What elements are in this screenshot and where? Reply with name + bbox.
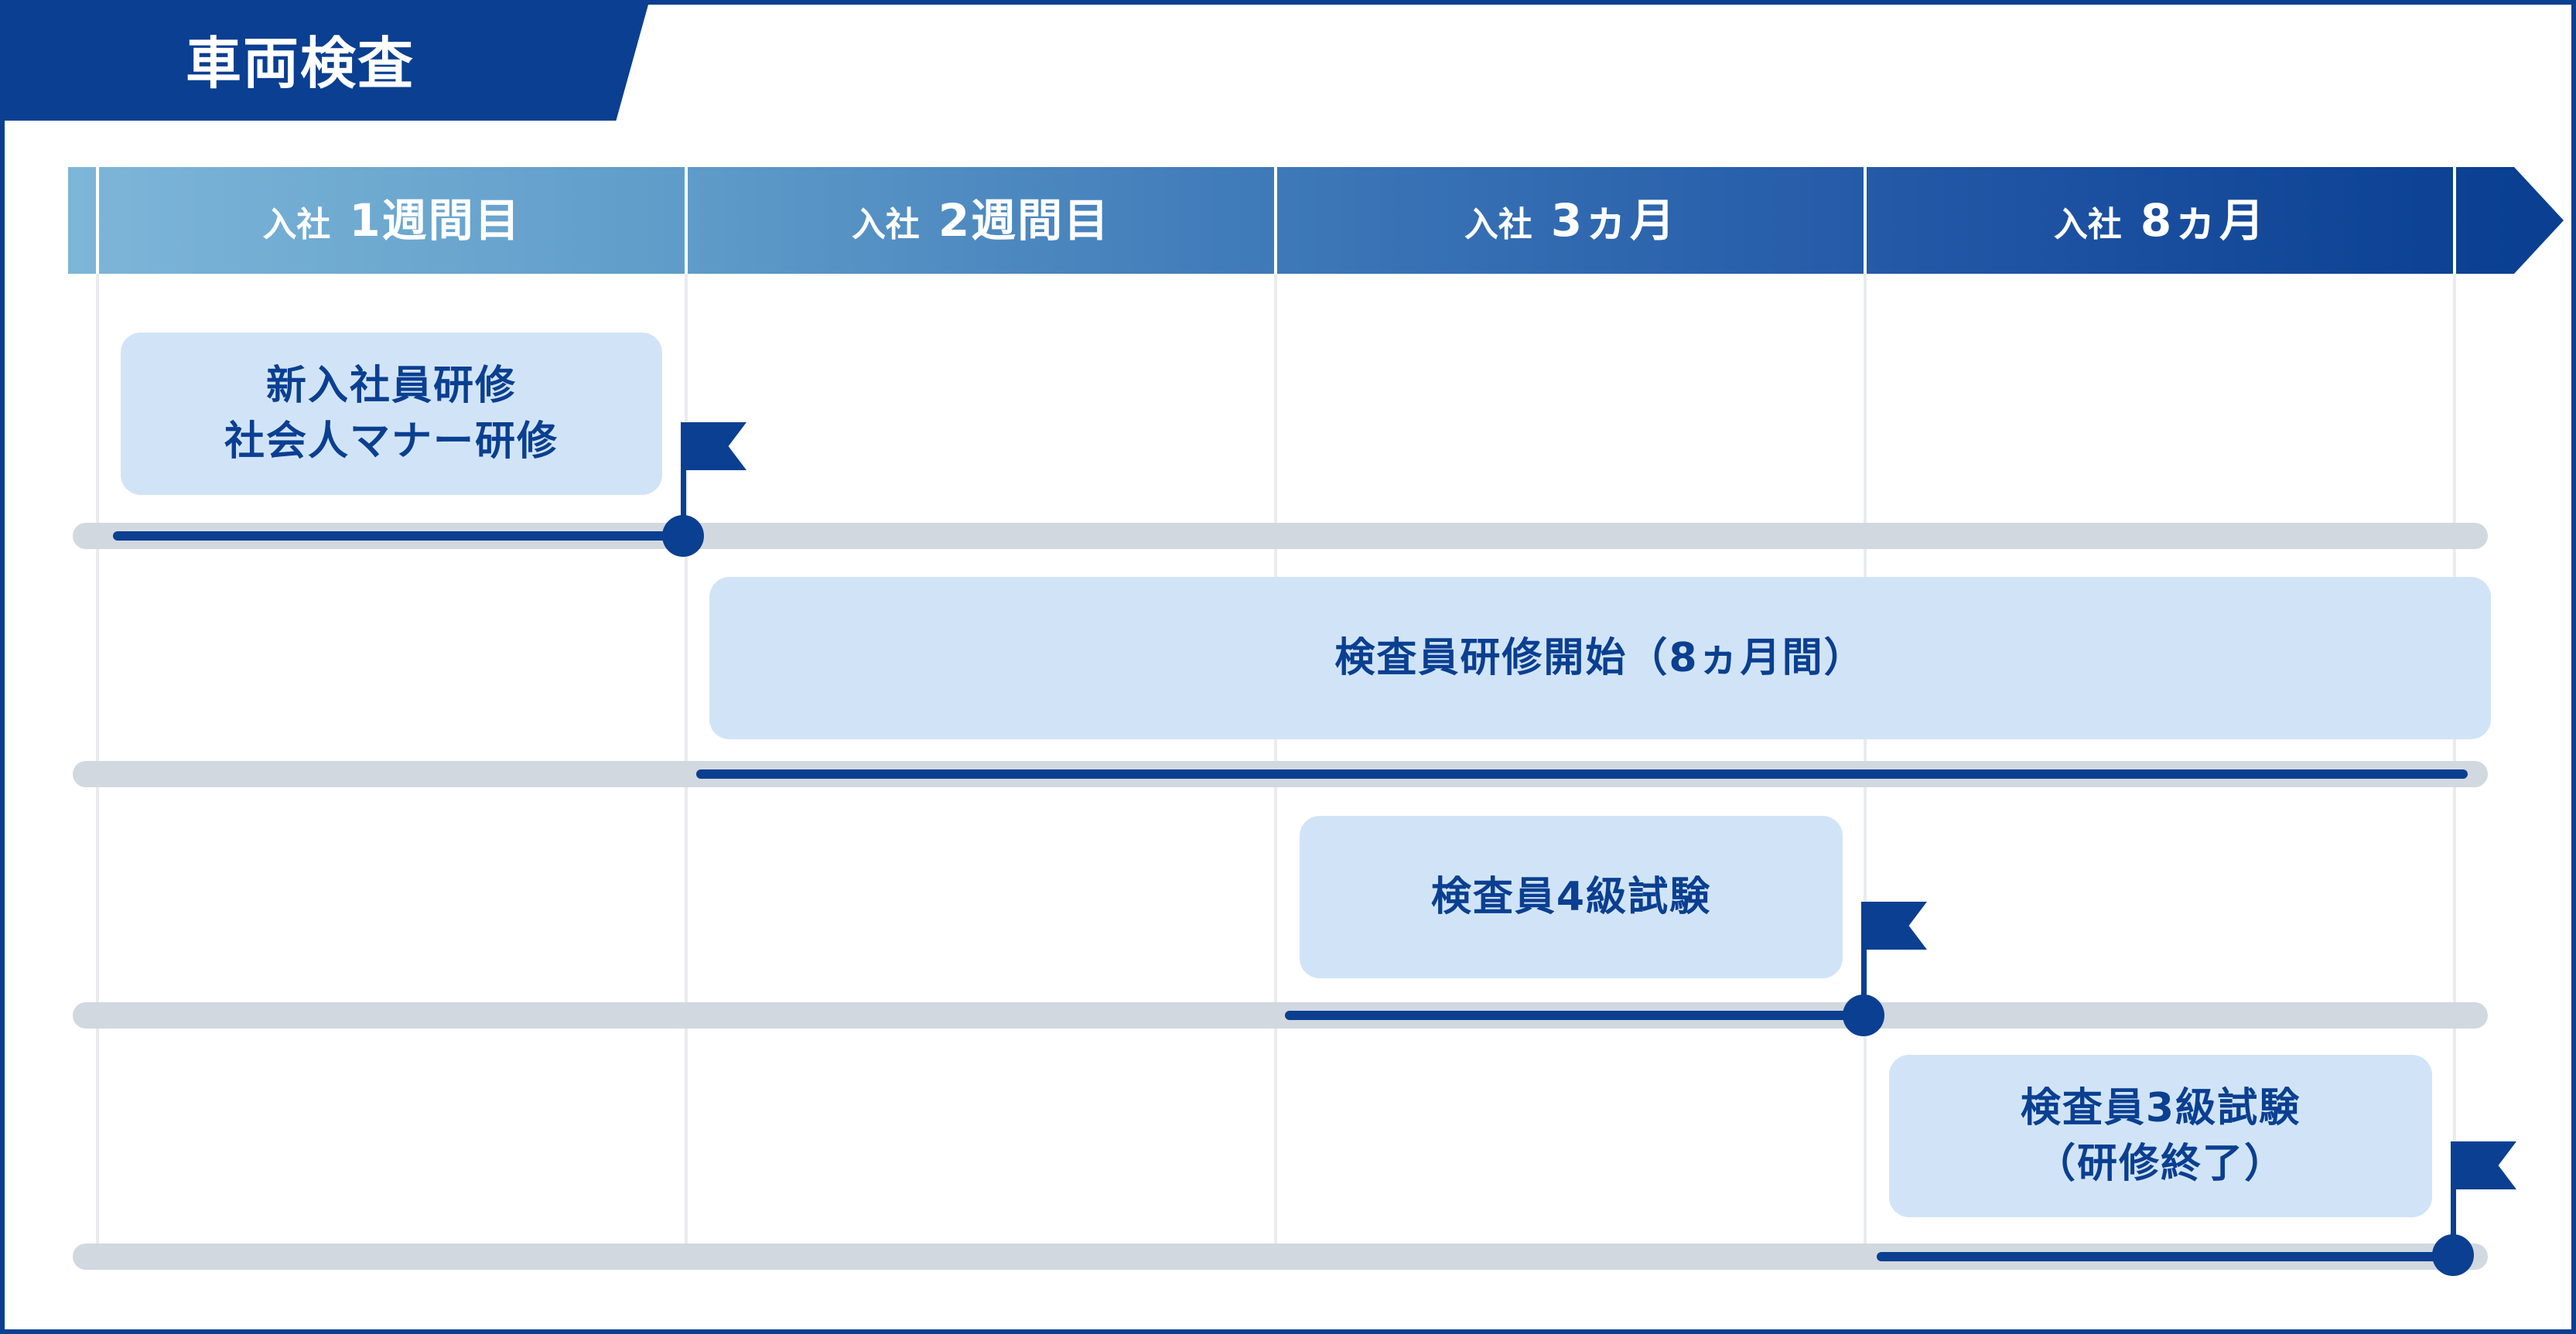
header-divider xyxy=(1274,167,1277,274)
column-divider xyxy=(96,167,99,1250)
header-divider xyxy=(2453,167,2456,274)
column-divider xyxy=(685,167,688,1250)
card-line: 検査員4級試験 xyxy=(1430,874,1712,920)
period-label: 1週間目 xyxy=(349,194,521,247)
row-track xyxy=(73,1002,2488,1029)
timeline-arrow-icon xyxy=(2514,167,2564,274)
title-tab xyxy=(5,5,648,121)
header-divider xyxy=(685,167,688,274)
milestone-card-new-hire-training: 新入社員研修 社会人マナー研修 xyxy=(121,333,662,495)
period-month-3: 入社 3ヵ月 xyxy=(1277,167,1864,274)
timeline-header-bar xyxy=(68,167,2514,274)
card-line: 検査員3級試験 xyxy=(2020,1085,2301,1131)
period-label: 8ヵ月 xyxy=(2140,194,2267,247)
milestone-card-inspector-training-start: 検査員研修開始（8ヵ月間） xyxy=(709,577,2491,739)
flag-icon xyxy=(1867,902,1927,950)
header-divider xyxy=(96,167,99,274)
row-progress xyxy=(696,769,2468,779)
milestone-card-level-4-exam: 検査員4級試験 xyxy=(1300,816,1843,978)
card-line: （研修終了） xyxy=(2034,1141,2286,1187)
period-prefix: 入社 xyxy=(851,205,920,244)
card-line: 検査員研修開始（8ヵ月間） xyxy=(1334,635,1866,681)
header-divider xyxy=(1864,167,1867,274)
page-title: 車両検査 xyxy=(186,31,415,96)
flag-pole xyxy=(1861,902,1867,1015)
period-week-2: 入社 2週間目 xyxy=(688,167,1274,274)
milestone-dot xyxy=(2432,1234,2474,1276)
period-prefix: 入社 xyxy=(262,205,331,244)
card-line: 新入社員研修 xyxy=(265,363,517,409)
period-prefix: 入社 xyxy=(1464,205,1532,244)
flag-icon xyxy=(686,422,746,470)
period-week-1: 入社 1週間目 xyxy=(99,167,685,274)
period-month-8: 入社 8ヵ月 xyxy=(1867,167,2453,274)
period-label: 3ヵ月 xyxy=(1550,194,1677,247)
period-label: 2週間目 xyxy=(938,194,1111,247)
period-prefix: 入社 xyxy=(2053,205,2122,244)
row-progress xyxy=(113,531,685,541)
milestone-dot xyxy=(1843,995,1884,1036)
flag-pole xyxy=(681,422,686,537)
row-progress xyxy=(1285,1011,1865,1020)
milestone-card-level-3-exam: 検査員3級試験 （研修終了） xyxy=(1889,1055,2432,1217)
flag-pole xyxy=(2451,1141,2456,1256)
row-progress xyxy=(1877,1252,2457,1261)
flag-icon xyxy=(2456,1141,2516,1189)
card-line: 社会人マナー研修 xyxy=(224,418,559,465)
milestone-dot xyxy=(662,515,704,557)
